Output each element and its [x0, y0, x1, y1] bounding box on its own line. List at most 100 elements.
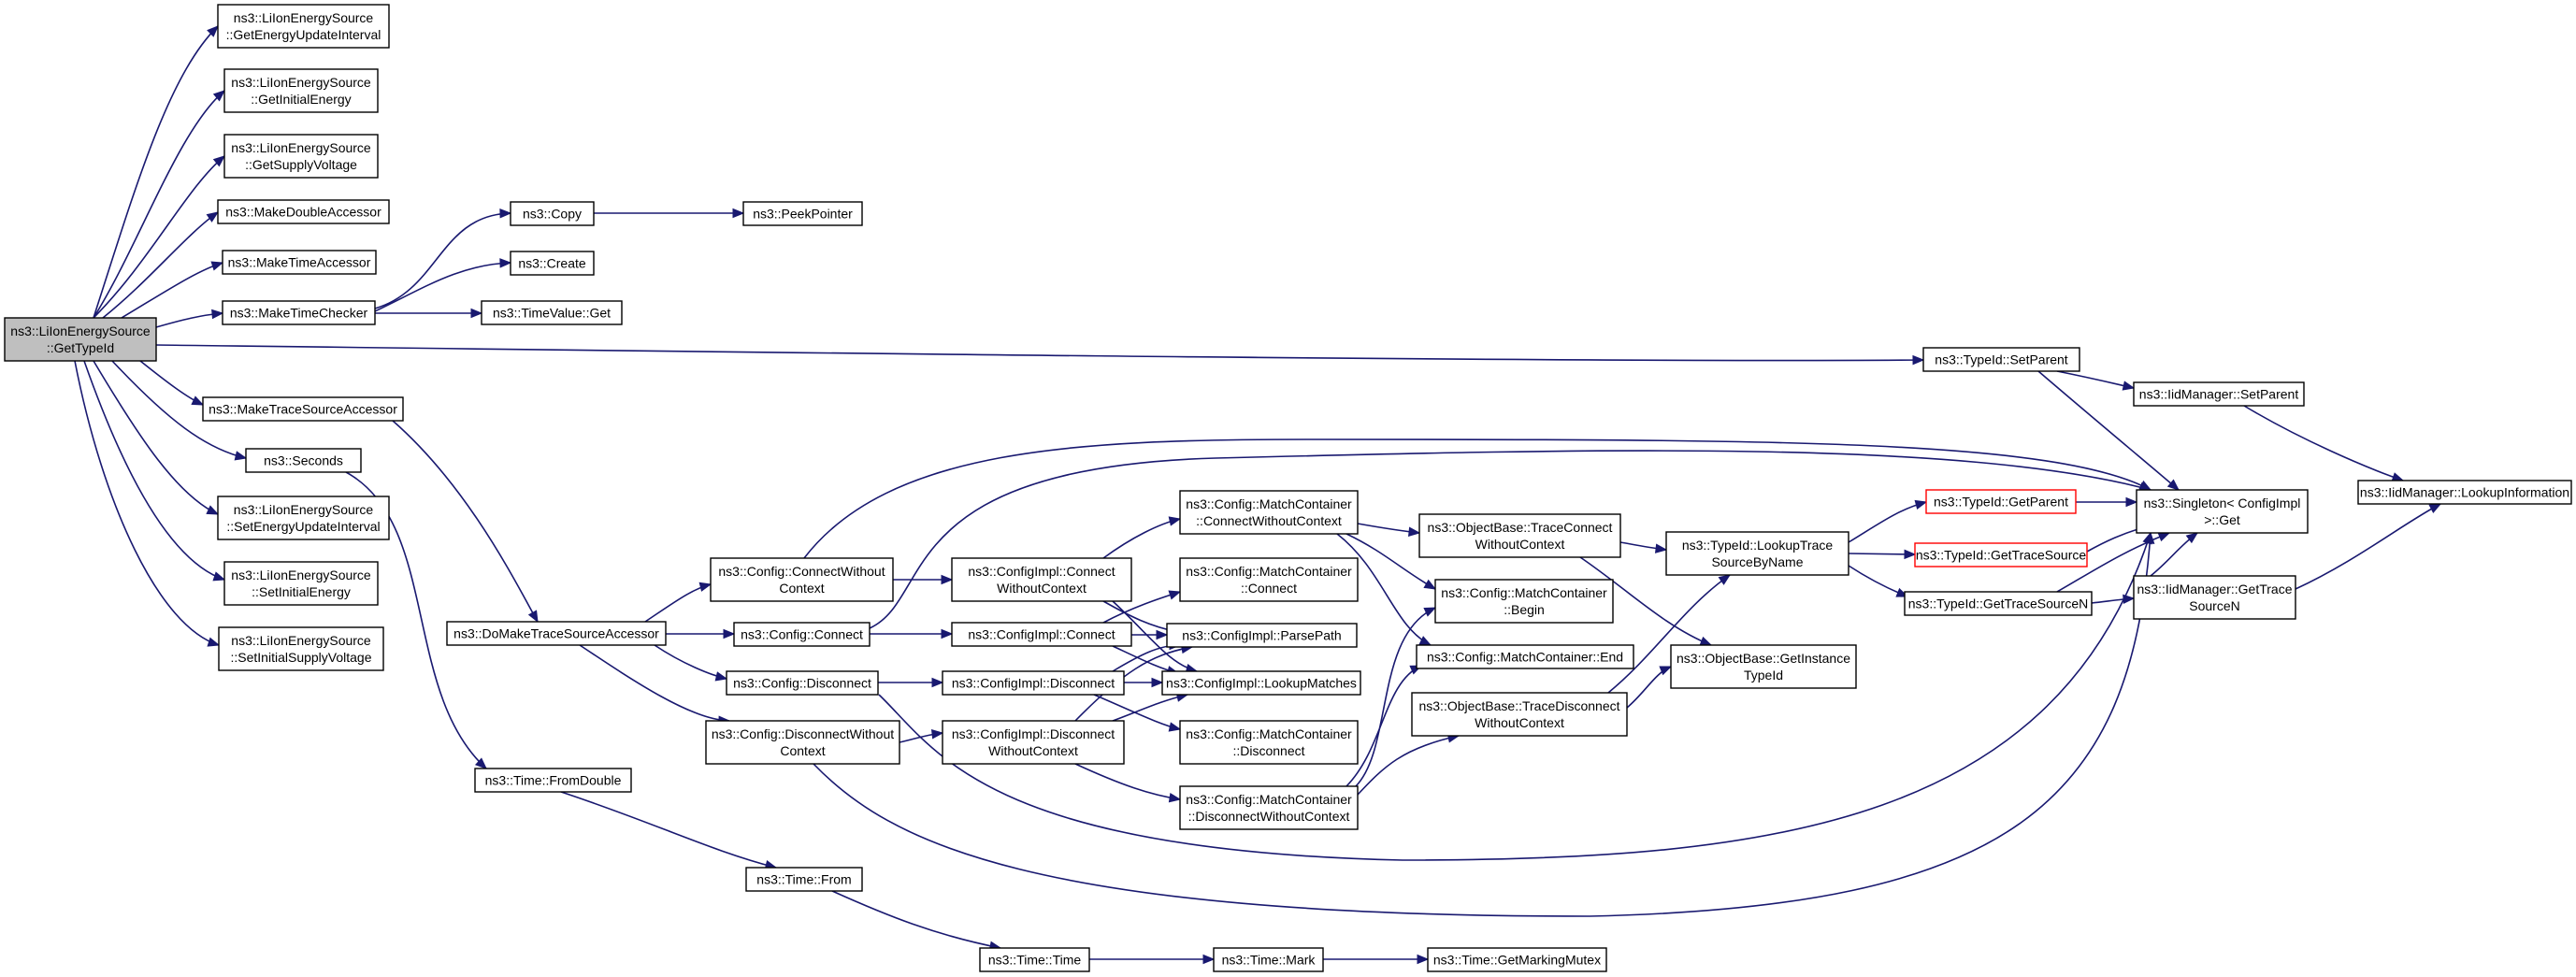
node-typeidgettracesource[interactable]: ns3::TypeId::GetTraceSource	[1914, 542, 2088, 568]
node-timetime[interactable]: ns3::Time::Time	[979, 947, 1090, 972]
node-box	[222, 250, 377, 275]
node-box	[1904, 591, 2093, 616]
node-box	[4, 317, 157, 362]
node-singletonget[interactable]: ns3::Singleton< ConfigImpl >::Get	[2136, 489, 2309, 534]
node-box	[218, 626, 384, 671]
node-timefrom[interactable]: ns3::Time::From	[745, 867, 863, 892]
node-box	[1922, 347, 2080, 372]
node-mcbegin[interactable]: ns3::Config::MatchContainer::Begin	[1434, 579, 1614, 624]
node-typeidgettracesourcen[interactable]: ns3::TypeId::GetTraceSourceN	[1904, 591, 2093, 616]
node-box	[217, 199, 390, 224]
arrowhead-maketimechecker	[211, 309, 224, 320]
node-getmarkingmutex[interactable]: ns3::Time::GetMarkingMutex	[1427, 947, 1607, 972]
node-obtracedisconnectwithoutcontext[interactable]: ns3::ObjectBase::TraceDisconnectWithoutC…	[1411, 692, 1628, 737]
arrowhead-mcconnectwithoutcontext	[1168, 516, 1182, 526]
node-mcend[interactable]: ns3::Config::MatchContainer::End	[1416, 644, 1634, 669]
arrowhead-mcend	[1418, 636, 1432, 646]
node-configconnect[interactable]: ns3::Config::Connect	[733, 622, 871, 647]
node-typeidsetparent[interactable]: ns3::TypeId::SetParent	[1922, 347, 2080, 372]
arrowhead-impldisconnectwithoutcontext	[930, 729, 944, 740]
node-label: ns3::Config::MatchContainer	[1441, 585, 1607, 600]
node-label: Context	[779, 581, 824, 596]
node-implconnect[interactable]: ns3::ConfigImpl::Connect	[951, 622, 1132, 647]
node-lookupmatches[interactable]: ns3::ConfigImpl::LookupMatches	[1161, 670, 1361, 696]
node-label: ns3::Config::MatchContainer	[1186, 726, 1352, 741]
node-label: ::SetInitialEnergy	[252, 584, 351, 599]
node-box	[1434, 579, 1614, 624]
arrowhead-peekpointer	[732, 208, 745, 219]
node-configdisconnect[interactable]: ns3::Config::Disconnect	[726, 670, 879, 696]
node-label: ns3::ObjectBase::TraceDisconnect	[1418, 698, 1619, 713]
node-configconnectwithoutcontext[interactable]: ns3::Config::ConnectWithoutContext	[710, 557, 894, 602]
node-mcdisconnectwithoutcontext[interactable]: ns3::Config::MatchContainer::DisconnectW…	[1179, 785, 1359, 830]
node-setenergyupdateinterval[interactable]: ns3::LiIonEnergySource::SetEnergyUpdateI…	[217, 496, 390, 540]
node-label: ns3::Time::Mark	[1222, 953, 1317, 968]
node-mcdisconnect[interactable]: ns3::Config::MatchContainer::Disconnect	[1179, 720, 1359, 765]
arrowhead-configdisconnect	[714, 671, 728, 682]
arrowhead-getenergyupdateinterval	[207, 25, 219, 37]
node-label: ns3::TypeId::GetParent	[1934, 495, 2068, 510]
node-create[interactable]: ns3::Create	[510, 251, 595, 276]
edge-root-to-setinitialsupplyvoltage	[74, 360, 220, 646]
node-getsupplyvoltage[interactable]: ns3::LiIonEnergySource::GetSupplyVoltage	[223, 134, 379, 179]
arrowhead-implconnectwithoutcontext	[941, 574, 954, 585]
node-seconds[interactable]: ns3::Seconds	[245, 448, 362, 473]
node-iidlookupinformation[interactable]: ns3::IidManager::LookupInformation	[2357, 480, 2572, 505]
node-label: ::SetInitialSupplyVoltage	[231, 650, 372, 665]
node-box	[1418, 513, 1621, 558]
node-domaketracesourceaccessor[interactable]: ns3::DoMakeTraceSourceAccessor	[446, 621, 667, 646]
node-parsepath[interactable]: ns3::ConfigImpl::ParsePath	[1166, 623, 1358, 648]
node-setinitialsupplyvoltage[interactable]: ns3::LiIonEnergySource::SetInitialSupply…	[218, 626, 384, 671]
node-timefromdouble[interactable]: ns3::Time::FromDouble	[474, 768, 632, 793]
node-implconnectwithoutcontext[interactable]: ns3::ConfigImpl::ConnectWithoutContext	[951, 557, 1132, 602]
node-getenergyupdateinterval[interactable]: ns3::LiIonEnergySource::GetEnergyUpdateI…	[217, 4, 390, 49]
edge-configdisconnect-to-singletonget	[878, 532, 2151, 861]
node-timevalueget[interactable]: ns3::TimeValue::Get	[481, 300, 623, 325]
node-box	[733, 622, 871, 647]
node-copy[interactable]: ns3::Copy	[510, 201, 595, 226]
arrowhead-makedoubleaccessor	[206, 211, 220, 223]
node-box	[942, 720, 1125, 765]
node-maketimeaccessor[interactable]: ns3::MakeTimeAccessor	[222, 250, 377, 275]
edge-configconnect-to-singletonget	[869, 450, 2151, 629]
node-box	[217, 4, 390, 49]
node-peekpointer[interactable]: ns3::PeekPointer	[742, 201, 863, 226]
node-typeidgetparent[interactable]: ns3::TypeId::GetParent	[1925, 489, 2077, 514]
edge-typeidsetparent-to-singletonget	[2037, 370, 2180, 491]
node-box	[1914, 542, 2088, 568]
node-mcconnectwithoutcontext[interactable]: ns3::Config::MatchContainer::ConnectWith…	[1179, 490, 1359, 535]
node-box	[1416, 644, 1634, 669]
node-mcconnect[interactable]: ns3::Config::MatchContainer::Connect	[1179, 557, 1359, 602]
node-label: >::Get	[2204, 512, 2240, 527]
node-maketracesourceaccessor[interactable]: ns3::MakeTraceSourceAccessor	[202, 396, 404, 422]
node-box	[245, 448, 362, 473]
node-impldisconnect[interactable]: ns3::ConfigImpl::Disconnect	[942, 670, 1125, 696]
edge-obtraceconnectwithoutcontext-to-obgetinstancetypeid	[1579, 556, 1712, 646]
node-label: ::ConnectWithoutContext	[1196, 513, 1342, 528]
node-label: ns3::TypeId::GetTraceSourceN	[1908, 596, 2088, 611]
node-iidsetparent[interactable]: ns3::IidManager::SetParent	[2133, 381, 2305, 407]
node-obtraceconnectwithoutcontext[interactable]: ns3::ObjectBase::TraceConnectWithoutCont…	[1418, 513, 1621, 558]
arrowhead-configconnectwithoutcontext	[698, 582, 712, 592]
node-setinitialenergy[interactable]: ns3::LiIonEnergySource::SetInitialEnergy	[223, 561, 379, 606]
edge-mcdisconnectwithoutcontext-to-obtracedisconnectwithoutcontext	[1357, 735, 1460, 796]
node-configdisconnectwithoutcontext[interactable]: ns3::Config::DisconnectWithoutContext	[705, 720, 900, 765]
node-label: ns3::Time::FromDouble	[485, 773, 622, 788]
node-getinitialenergy[interactable]: ns3::LiIonEnergySource::GetInitialEnergy	[223, 68, 379, 113]
arrowhead-obtraceconnectwithoutcontext	[1407, 526, 1421, 537]
node-iidgettracesourcen[interactable]: ns3::IidManager::GetTraceSourceN	[2133, 575, 2296, 620]
node-label: ns3::MakeTimeChecker	[230, 306, 368, 321]
node-box	[202, 396, 404, 422]
node-makedoubleaccessor[interactable]: ns3::MakeDoubleAccessor	[217, 199, 390, 224]
edge-root-to-setenergyupdateinterval	[93, 360, 219, 515]
edge-impldisconnectwithoutcontext-to-parsepath	[1074, 646, 1193, 722]
node-maketimechecker[interactable]: ns3::MakeTimeChecker	[222, 300, 376, 325]
node-timemark[interactable]: ns3::Time::Mark	[1213, 947, 1324, 972]
edge-obtracedisconnectwithoutcontext-to-lookuptracesourcebyname	[1607, 574, 1731, 694]
node-impldisconnectwithoutcontext[interactable]: ns3::ConfigImpl::DisconnectWithoutContex…	[942, 720, 1125, 765]
node-label: ns3::DoMakeTraceSourceAccessor	[453, 626, 659, 641]
node-label: ::GetTypeId	[47, 340, 114, 355]
